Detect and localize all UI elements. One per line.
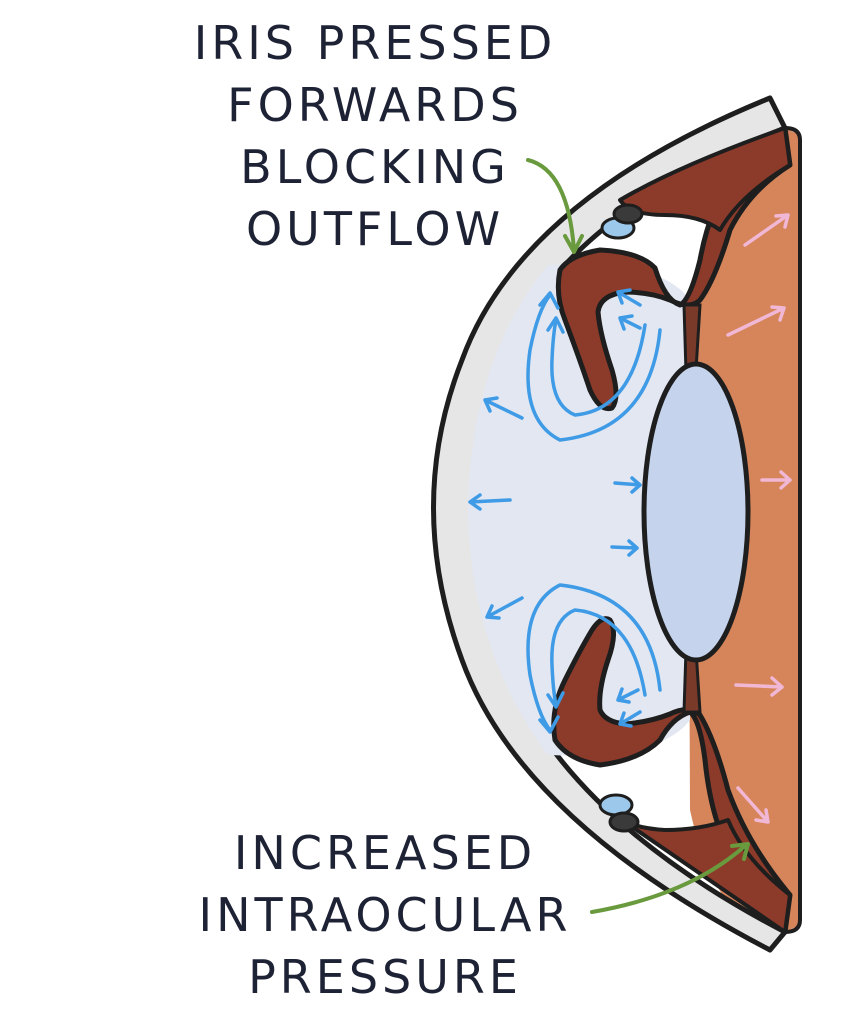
iris-blocking-label: IRIS PRESSED FORWARDS BLOCKING OUTFLOW xyxy=(150,20,600,268)
label-top-line-3: BLOCKING xyxy=(240,140,510,194)
lower-flow-loop-outer xyxy=(526,583,662,732)
pressure-label: INCREASED INTRAOCULAR PRESSURE xyxy=(170,830,600,1016)
upper-flow-arrow-1 xyxy=(616,288,642,307)
bottom-pointer-arrow-head xyxy=(730,842,750,861)
anterior-chamber xyxy=(468,264,690,756)
vitreous-arrow-4 xyxy=(734,676,784,697)
vitreous-arrow-1 xyxy=(743,213,790,247)
annotation-pointers xyxy=(526,158,750,914)
upper-schlemm-canal xyxy=(612,203,644,225)
top-pointer-arrow xyxy=(526,158,576,252)
upper-flow-loop-inner xyxy=(550,318,647,417)
upper-flow-loop-inner-head xyxy=(546,316,565,334)
label-top-line-2: FORWARDS xyxy=(227,78,523,132)
top-pointer-arrow-head xyxy=(563,234,584,254)
label-bottom-line-1: INCREASED xyxy=(233,826,537,880)
upper-flow-loop-outer-head xyxy=(538,291,560,310)
vitreous-arrow-2 xyxy=(726,305,786,337)
vitreous-arrow-3 xyxy=(760,470,792,490)
upper-flow-arrow-2 xyxy=(618,314,642,331)
lower-flow-loop-inner xyxy=(550,608,647,707)
label-top-line-4: OUTFLOW xyxy=(245,202,505,256)
lens xyxy=(641,361,751,663)
lens-flow-arrow-1 xyxy=(613,476,642,494)
aqueous-flow-arrows xyxy=(468,288,662,734)
cornea-pressure-arrow-3 xyxy=(485,596,524,620)
vitreous-pressure-arrows xyxy=(726,213,792,824)
label-bottom-line-3: PRESSURE xyxy=(248,950,522,1004)
lower-flow-arrow-2 xyxy=(618,710,642,728)
bottom-pointer-arrow xyxy=(590,843,748,914)
vitreous-arrow-5 xyxy=(736,786,770,824)
lower-flow-loop-inner-head xyxy=(546,691,565,709)
lower-flow-arrow-1 xyxy=(616,687,640,704)
cornea-pressure-arrow-2 xyxy=(468,493,512,511)
lower-flow-loop-outer-head xyxy=(538,715,560,734)
lens-flow-arrow-2 xyxy=(610,539,639,557)
label-top-line-1: IRIS PRESSED xyxy=(193,16,557,70)
sclera-edge xyxy=(784,126,802,934)
cornea-pressure-arrow-1 xyxy=(483,396,524,420)
upper-flow-loop-outer xyxy=(526,293,662,442)
upper-ciliary-body xyxy=(618,126,792,232)
lower-schlemm-canal xyxy=(608,811,640,833)
label-bottom-line-2: INTRAOCULAR xyxy=(198,888,572,942)
